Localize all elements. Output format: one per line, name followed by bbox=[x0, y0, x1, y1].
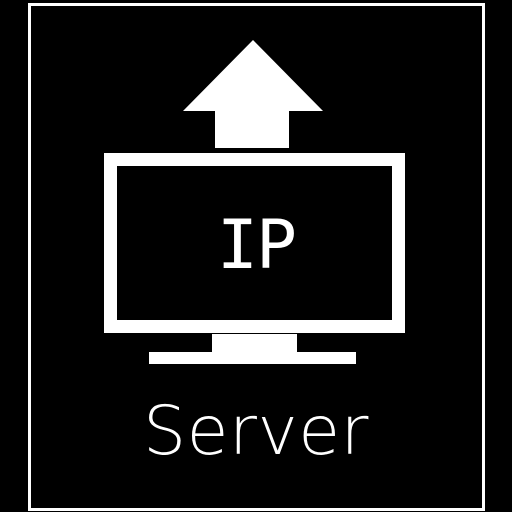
server-label: Server bbox=[143, 392, 369, 471]
upload-arrow-icon bbox=[183, 40, 323, 148]
monitor-icon bbox=[104, 153, 405, 364]
monitor-neck bbox=[212, 334, 297, 352]
icon-frame bbox=[28, 3, 485, 511]
monitor-base bbox=[149, 352, 356, 364]
ip-label: IP bbox=[217, 206, 297, 285]
